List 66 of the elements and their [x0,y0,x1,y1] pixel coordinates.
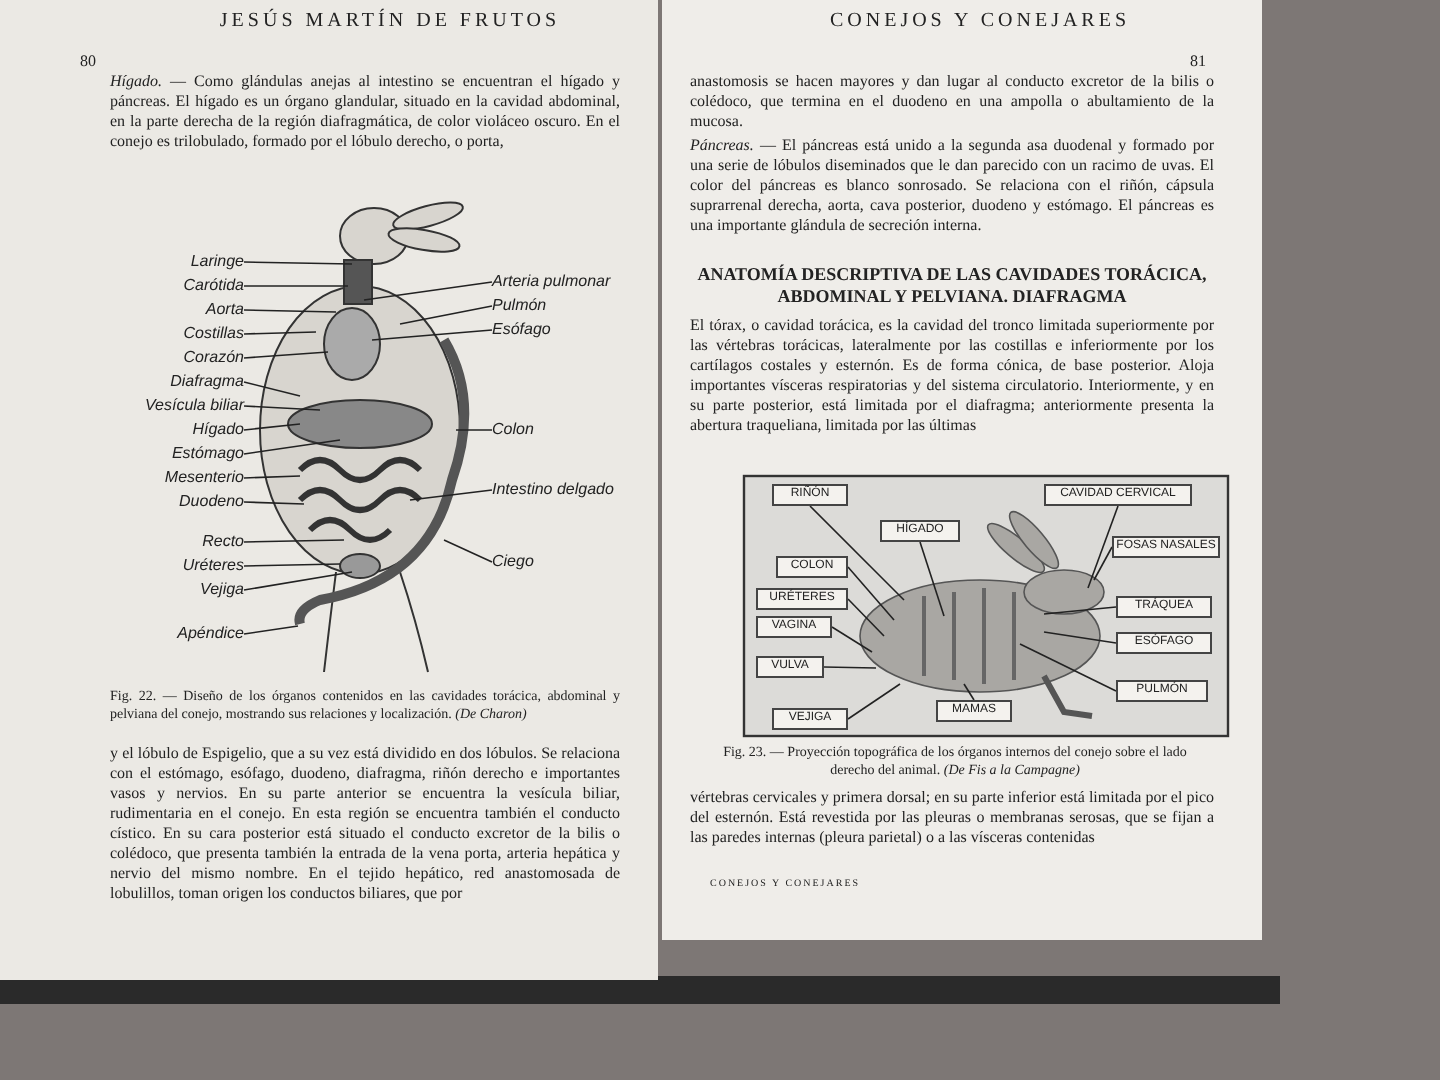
paragraph: El tórax, o cavidad torácica, es la cavidad del tronco limitada superiormente por las vértebras torácicas, lateralmente por las costillas e inferiormente por los cartílagos costales y esternón. Es de forma cónica, de base posterior. Aloja importantes vísceras respiratorias y del sistema circulatorio. Interiormente, y en su parte posterior, está limitada por el diafragma; anteriormente presenta la abertura traqueliana, limitada por las últimas [690,316,1214,436]
organ-label: Vesícula biliar [116,396,244,416]
leader-line [823,666,877,669]
leader-line [1019,643,1117,692]
paragraph: anastomosis se hacen mayores y dan lugar al conducto excretor de la bilis o colédoco, que termina en el duodeno en una ampolla o abultamiento de la mucosa. [690,72,1214,132]
page-number: 81 [1190,52,1208,72]
organ-label: Esófago [492,320,640,340]
leader-line [399,305,493,325]
organ-label: Mesenterio [116,468,244,488]
leader-line [243,405,321,411]
leader-line [363,281,493,301]
leader-line [243,423,301,431]
leader-line [1087,505,1119,589]
organ-label: Ciego [492,552,640,572]
organ-label: Laringe [116,252,244,272]
organ-label: Corazón [116,348,244,368]
leader-line [1043,631,1117,644]
organ-label: Aorta [116,300,244,320]
leader-line [243,261,353,265]
organ-label: Pulmón [492,296,640,316]
leader-line [243,439,341,455]
organ-label: Intestino delgado [492,480,640,500]
leader-line [243,501,305,505]
section-heading: ANATOMÍA DESCRIPTIVA DE LAS CAVIDADES TORÁCICA, ABDOMINAL Y PELVIANA. DIAFRAGMA [695,264,1209,308]
leader-line [1043,606,1117,615]
organ-label: Hígado [116,420,244,440]
running-header: CONEJOS Y CONEJARES [827,12,1133,32]
leader-line [443,539,493,563]
organ-label: Carótida [116,276,244,296]
paragraph: Páncreas. — El páncreas está unido a la segunda asa duodenal y formado por una serie de lóbulos diseminados que le dan parecido con un racimo de uvas. El color del páncreas es blanco sonrosado. Se relaciona con el riñón, cápsula suprarrenal derecha, aorta, cava posterior, duodeno y estómago. El páncreas es una importante glándula de secreción interna. [690,136,1214,236]
leader-line [847,683,901,720]
leader-line [809,505,905,601]
running-header: JESÚS MARTÍN DE FRUTOS [217,12,563,32]
leader-line [243,475,301,479]
leader-line [455,429,493,431]
leader-line [243,285,349,287]
organ-label: Uréteres [116,556,244,576]
leader-line [847,598,885,637]
leader-line [243,563,341,567]
leader-line [243,351,329,359]
paragraph: y el lóbulo de Espigelio, que a su vez está dividido en dos lóbulos. Se relaciona con el estómago, esófago, duodeno, diafragma, riñón derecho e importantes vasos y nervios. En su parte anterior se encuentra la vesícula biliar, rudimentaria en el conejo. En esta región se encuentra también el conducto cístico. En su cara posterior está situado el conducto excretor de la bilis o colédoco, que presenta también la entrada de la vena porta, arteria hepática y nervio del mismo nombre. En el tejido hepático, red anastomosada de lobulillos, toman origen los conductos biliares, que por [110,744,620,904]
leader-line [243,625,299,635]
leader-line [243,539,345,543]
organ-label: Recto [116,532,244,552]
organ-label: Vejiga [116,580,244,600]
leader-line [371,329,493,341]
leader-line [1093,546,1113,581]
leader-line [243,331,317,335]
leader-line [409,489,493,501]
paragraph: vértebras cervicales y primera dorsal; en su parte inferior está limitada por el pico del esternón. Está revestida por las pleuras o membranas serosas, que se fijan a las paredes internas (pleura parietal) o a las vísceras contenidas [690,788,1214,848]
organ-label: Apéndice [116,624,244,644]
leader-line [831,626,873,653]
leader-line [847,566,895,621]
leader-line [243,309,337,313]
organ-label: Estómago [116,444,244,464]
leader-line [963,683,975,701]
leader-line [243,381,301,397]
organ-label: Duodeno [116,492,244,512]
organ-label: Diafragma [116,372,244,392]
paragraph: Hígado. — Como glándulas anejas al intestino se encuentran el hígado y páncreas. El hígado es un órgano glandular, situado en la cavidad abdominal, en la parte derecha de la región diafragmática, de color violáceo oscuro. En el conejo es trilobulado, formado por el lóbulo derecho, o porta, [110,72,620,152]
organ-label: Colon [492,420,640,440]
organ-label: Arteria pulmonar [492,272,640,292]
leader-line [243,571,353,591]
organ-label: Costillas [116,324,244,344]
page-number: 80 [80,52,98,72]
leader-line [919,541,945,617]
